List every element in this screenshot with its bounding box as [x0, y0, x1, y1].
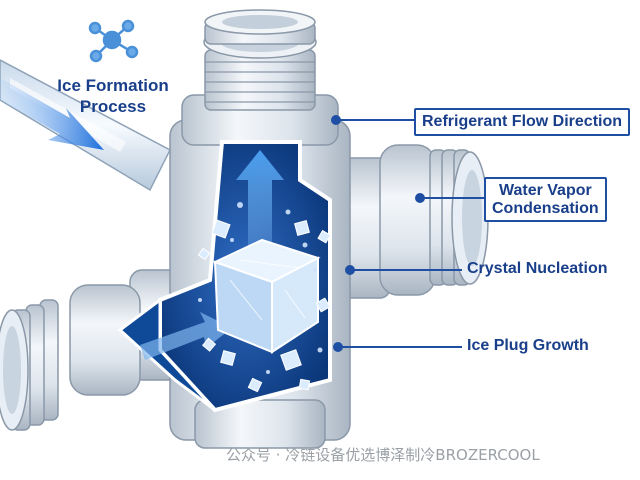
- diagram-title: Ice Formation Process: [38, 75, 188, 118]
- callout-water-vapor-line1: Water Vapor: [498, 182, 592, 199]
- watermark: 公众号 · 冷链设备优选博泽制冷BROZERCOOL: [226, 446, 540, 464]
- callout-water-vapor: Water Vapor Condensation: [484, 177, 607, 223]
- callout-crystal-nucleation: Crystal Nucleation: [467, 260, 608, 277]
- top-threaded-stem: [203, 9, 317, 111]
- callout-leaders: [331, 115, 484, 352]
- molecule-icon: [88, 19, 139, 63]
- title-line2: Process: [79, 97, 147, 117]
- ice-crystals: [197, 219, 332, 393]
- flow-arrow-icon: [0, 78, 104, 150]
- callout-ice-plug-growth: Ice Plug Growth: [467, 337, 589, 354]
- inlet-pipe: [0, 59, 171, 192]
- callout-refrigerant-flow: Refrigerant Flow Direction: [414, 108, 631, 136]
- vapor-droplets: [198, 202, 323, 374]
- upward-flow-arrow-icon: [236, 150, 284, 250]
- right-fitting: [329, 144, 489, 299]
- callout-water-vapor-line2: Condensation: [492, 199, 599, 217]
- inner-flow-arrow-icon: [140, 312, 232, 360]
- title-line1: Ice Formation: [57, 76, 169, 95]
- ice-cube-icon: [212, 238, 321, 354]
